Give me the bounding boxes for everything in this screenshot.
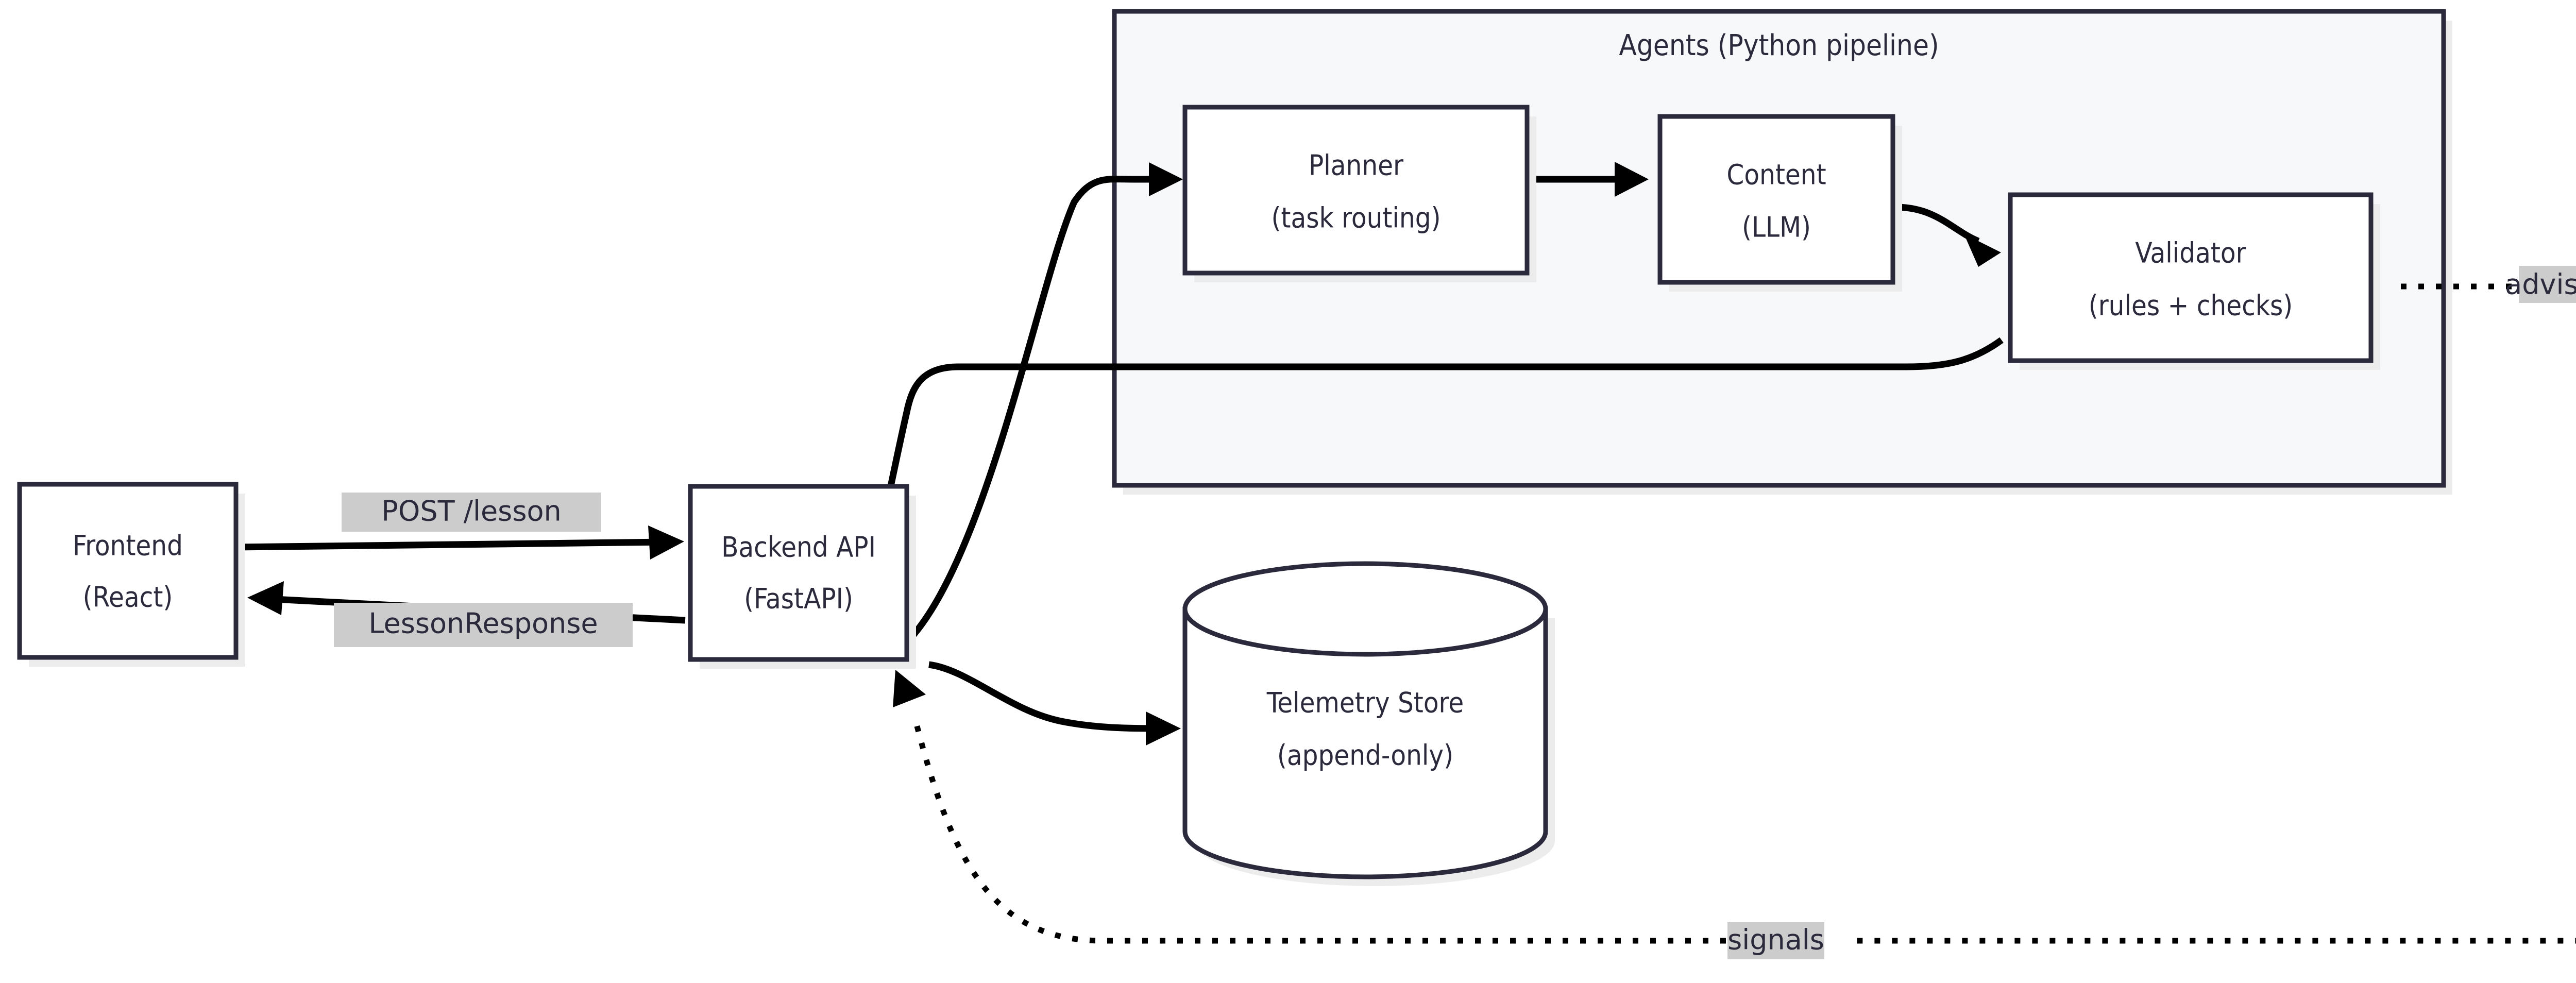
node-validator-label-primary: Validator (2135, 237, 2246, 269)
edge-backend-to-frontend-label-group: LessonResponse (334, 603, 633, 647)
edge-mcp-to-backend-arrowhead (893, 670, 926, 707)
node-backend-label-primary: Backend API (721, 531, 876, 564)
node-telemetry-label-primary: Telemetry Store (1266, 687, 1464, 719)
node-content[interactable]: Content (LLM) (1657, 114, 1902, 292)
node-planner-label-primary: Planner (1309, 149, 1403, 182)
edge-backend-to-planner[interactable] (883, 162, 1183, 663)
edge-mcp-to-backend-label-background (1727, 922, 1824, 959)
node-telemetry-label-secondary: (append-only) (1277, 739, 1453, 772)
edge-frontend-to-backend[interactable] (234, 526, 684, 560)
edge-backend-to-telemetry-arrowhead (1146, 711, 1181, 745)
edge-frontend-to-backend-label-background (342, 493, 601, 532)
edge-frontend-to-backend-path (234, 538, 668, 551)
edge-validator-to-mcp-label: advisory (2505, 268, 2576, 301)
node-planner-box (1182, 105, 1530, 276)
node-telemetry-cylinder-top (1182, 561, 1548, 657)
edge-frontend-to-backend-arrowhead (648, 526, 684, 560)
edge-mcp-to-backend-path-b (911, 715, 1726, 944)
node-validator[interactable]: Validator (rules + checks) (2008, 192, 2380, 370)
edge-backend-to-telemetry[interactable] (928, 661, 1181, 745)
edge-backend-to-frontend-label-background (334, 603, 633, 647)
edge-validator-to-mcp[interactable]: advisory (2401, 266, 2576, 761)
node-backend[interactable]: Backend API (FastAPI) (688, 484, 916, 669)
edge-backend-to-frontend-label: LessonResponse (368, 607, 598, 640)
edge-frontend-to-backend-label-group: POST /lesson (342, 493, 601, 532)
edge-content-to-validator[interactable] (1894, 204, 2001, 267)
node-backend-label-secondary: (FastAPI) (744, 583, 853, 615)
node-frontend[interactable]: Frontend (React) (17, 482, 245, 667)
node-telemetry-cylinder-body (1182, 606, 1548, 879)
node-validator-box (2008, 192, 2374, 363)
edge-planner-to-content-arrowhead (1615, 162, 1649, 197)
edge-planner-to-content[interactable] (1529, 162, 1649, 197)
edge-mcp-to-backend-label: signals (1727, 924, 1824, 956)
edge-backend-to-frontend-arrowhead (247, 581, 284, 615)
node-content-label-secondary: (LLM) (1742, 211, 1811, 244)
node-planner-label-secondary: (task routing) (1271, 202, 1440, 234)
node-content-box (1657, 114, 1895, 285)
edge-mcp-to-backend-path-a (1850, 938, 2576, 944)
node-validator-label-secondary: (rules + checks) (2089, 290, 2293, 322)
node-telemetry[interactable]: Telemetry Store (append-only) (1182, 561, 1555, 886)
edge-content-to-validator-arrowhead (1964, 234, 2001, 267)
node-frontend-label-primary: Frontend (73, 530, 183, 562)
cluster-agents-title: Agents (Python pipeline) (1619, 29, 1939, 62)
edge-validator-to-mcp-label-background (2519, 266, 2576, 303)
edge-backend-to-planner-path (883, 176, 1168, 663)
node-frontend-label-secondary: (React) (83, 581, 173, 614)
node-content-label-primary: Content (1726, 159, 1826, 191)
edge-backend-to-telemetry-path (928, 661, 1162, 732)
node-frontend-box (17, 482, 239, 660)
edge-mcp-to-backend[interactable]: signals (893, 670, 2576, 959)
edge-backend-to-planner-arrowhead (1149, 162, 1183, 196)
node-backend-box (688, 484, 909, 662)
node-planner[interactable]: Planner (task routing) (1182, 105, 1536, 282)
edge-frontend-to-backend-label: POST /lesson (381, 495, 561, 528)
